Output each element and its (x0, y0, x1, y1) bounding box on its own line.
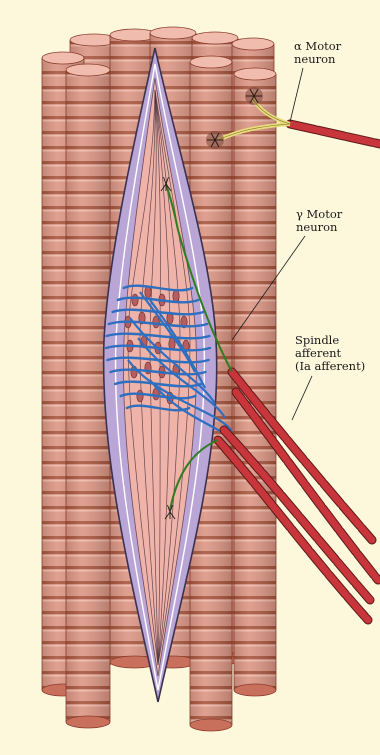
gamma-motor-label-line2: neuron (296, 221, 342, 234)
alpha-axon (290, 124, 380, 144)
nucleus (132, 294, 138, 306)
alpha-motor-neuron-label: α Motor neuron (294, 40, 341, 66)
nucleus (137, 390, 143, 402)
nucleus (173, 290, 179, 302)
alpha-motor-label-line2: neuron (294, 53, 341, 66)
alpha-leader (290, 68, 303, 122)
extrafusal-muscle-fiber (66, 64, 110, 728)
spindle-afferent-label: Spindle afferent (Ia afferent) (295, 334, 365, 373)
spindle-afferent-label-line3: (Ia afferent) (295, 360, 365, 373)
gamma-motor-neuron-label: γ Motor neuron (296, 208, 342, 234)
afferent-leader (292, 376, 312, 420)
